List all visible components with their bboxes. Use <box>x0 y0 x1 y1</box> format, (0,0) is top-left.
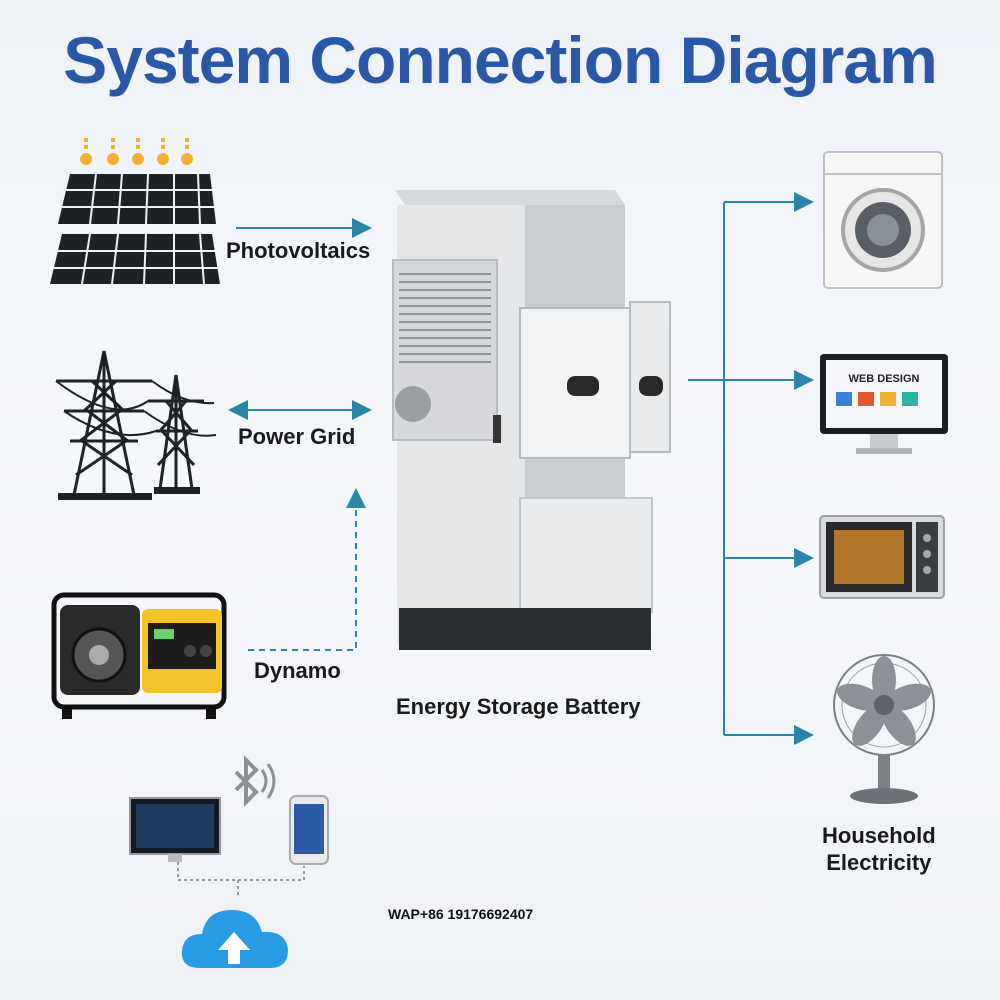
page-title: System Connection Diagram <box>63 23 938 97</box>
monitor-screen-text: WEB DESIGN <box>849 373 920 385</box>
household-electricity-label: Household Electricity <box>822 822 936 876</box>
phone-icon <box>289 795 329 865</box>
monitor-icon: WEB DESIGN <box>820 354 948 454</box>
microwave-icon <box>819 515 945 599</box>
sun-rays-icon <box>80 138 193 165</box>
household-label-line1: Household <box>822 823 936 848</box>
energy-storage-cabinet <box>392 190 671 650</box>
dynamo-label: Dynamo <box>254 658 341 683</box>
network-dotted-line <box>177 862 305 896</box>
dynamo-arrow <box>248 488 366 651</box>
washing-machine-icon <box>823 151 943 289</box>
photovoltaics-label: Photovoltaics <box>226 238 371 263</box>
solar-panel-icon <box>50 173 220 285</box>
household-label-line2: Electricity <box>826 850 932 875</box>
generator-icon <box>51 592 227 719</box>
contact-text: WAP+86 19176692407 <box>388 906 534 922</box>
energy-storage-label: Energy Storage Battery <box>396 694 641 719</box>
power-grid-label: Power Grid <box>238 424 356 449</box>
fan-icon <box>833 654 935 804</box>
cloud-upload-icon <box>181 910 288 968</box>
computer-icon <box>129 797 221 862</box>
power-tower-icon <box>55 350 217 500</box>
bluetooth-icon <box>234 755 276 807</box>
